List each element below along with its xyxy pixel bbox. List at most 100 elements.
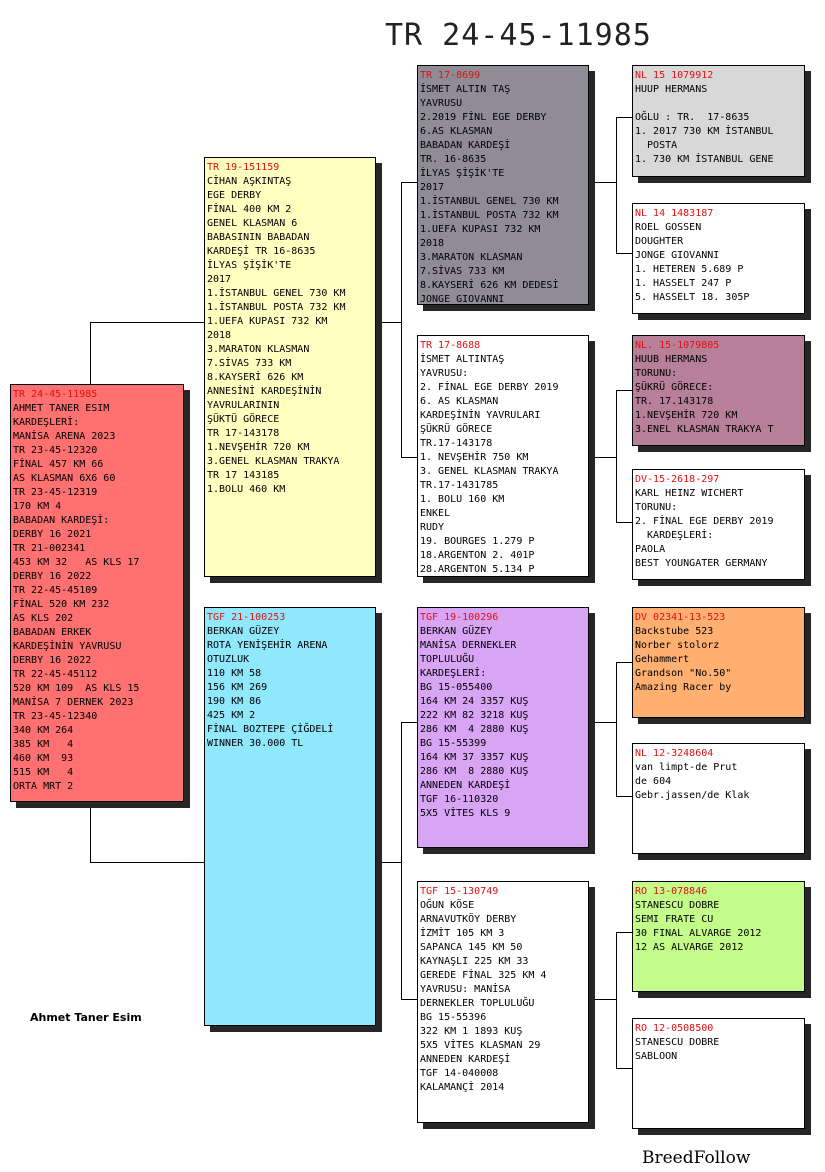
info-line: 18.ARGENTON 2. 401P xyxy=(420,550,535,561)
info-line: 156 KM 269 xyxy=(207,682,268,693)
info-line: BABADAN ERKEK xyxy=(13,627,92,638)
info-line: TR 21-002341 xyxy=(13,543,86,554)
info-line: 2. FİNAL EGE DERBY 2019 xyxy=(420,382,559,393)
connector xyxy=(616,662,632,663)
info-line: 1.İSTANBUL POSTA 732 KM xyxy=(420,210,559,221)
info-line: HUUP HERMANS xyxy=(635,84,708,95)
info-line: 1.İSTANBUL GENEL 730 KM xyxy=(420,196,559,207)
connector xyxy=(616,117,617,254)
info-line: RUDY xyxy=(420,522,445,533)
info-line: 164 KM 37 3357 KUŞ xyxy=(420,752,529,763)
ring-number: NL 14 1483187 xyxy=(635,208,714,219)
connector xyxy=(616,932,632,933)
info-line: YAVRULARININ xyxy=(207,400,280,411)
connector xyxy=(589,457,616,458)
info-line: 1. HASSELT 247 P xyxy=(635,278,732,289)
connector xyxy=(90,322,91,384)
info-line: ARNAVUTKÖY DERBY xyxy=(420,914,517,925)
info-line: 322 KM 1 1893 KUŞ xyxy=(420,1026,523,1037)
info-line: 1. HETEREN 5.689 P xyxy=(635,264,744,275)
info-line: 5X5 VİTES KLS 9 xyxy=(420,808,511,819)
info-line: 2017 xyxy=(207,274,232,285)
pedigree-title: TR 24-45-11985 xyxy=(385,18,652,53)
info-line: 2018 xyxy=(207,330,232,341)
info-line: SABLOON xyxy=(635,1051,678,1062)
info-line: 460 KM 93 xyxy=(13,753,74,764)
info-line: 1.UEFA KUPASI 732 KM xyxy=(420,224,541,235)
info-line: 3.MARATON KLASMAN xyxy=(420,252,523,263)
info-line: 1.BOLU 460 KM xyxy=(207,484,286,495)
info-line: YAVRUSU: MANİSA xyxy=(420,984,511,995)
info-line: 164 KM 24 3357 KUŞ xyxy=(420,696,529,707)
connector xyxy=(616,117,632,118)
connector xyxy=(401,457,417,458)
info-line: TR.17-143178 xyxy=(420,438,493,449)
connector xyxy=(616,522,632,523)
ring-number: TGF 15-130749 xyxy=(420,886,499,897)
info-line: 5X5 VİTES KLASMAN 29 xyxy=(420,1040,541,1051)
info-line: 340 KM 264 xyxy=(13,725,74,736)
ring-number: NL 12-3248604 xyxy=(635,748,714,759)
info-line: 3.ENEL KLASMAN TRAKYA T xyxy=(635,424,774,435)
info-line: Gehammert xyxy=(635,654,690,665)
info-line: 385 KM 4 xyxy=(13,739,74,750)
info-line: POSTA xyxy=(635,140,678,151)
info-line: KARDEŞİ TR 16-8635 xyxy=(207,246,316,257)
info-line: MANİSA 7 DERNEK 2023 xyxy=(13,697,134,708)
connector xyxy=(589,999,616,1000)
owner-name: Ahmet Taner Esim xyxy=(30,1011,142,1024)
connector xyxy=(616,1068,632,1069)
info-line: 2017 xyxy=(420,182,445,193)
info-line: BG 15-55396 xyxy=(420,1012,487,1023)
info-line: 1. 2017 730 KM İSTANBUL xyxy=(635,126,774,137)
brand-logo-text: BreedFollow xyxy=(642,1148,751,1168)
info-line: BERKAN GÜZEY xyxy=(207,626,280,637)
info-line: 1.UEFA KUPASI 732 KM xyxy=(207,316,328,327)
ring-number: TGF 21-100253 xyxy=(207,612,286,623)
info-line: HUUB HERMANS xyxy=(635,354,708,365)
info-line: PAOLA xyxy=(635,544,666,555)
info-line: İLYAS ŞİŞİK'TE xyxy=(207,260,292,271)
connector xyxy=(616,253,632,254)
connector xyxy=(616,390,617,523)
info-line: ŞÜKTÜ GÖRECE xyxy=(207,414,280,425)
info-line: TR 22-45-45112 xyxy=(13,669,98,680)
info-line: TR 23-45-12319 xyxy=(13,487,98,498)
connector xyxy=(90,802,91,863)
info-line: TR. 17.143178 xyxy=(635,396,714,407)
info-line: MANİSA ARENA 2023 xyxy=(13,431,116,442)
ring-number: RO 13-078846 xyxy=(635,886,708,897)
info-line: 1. BOLU 160 KM xyxy=(420,494,505,505)
info-line: STANESCU DOBRE xyxy=(635,1037,720,1048)
info-line: 3.GENEL KLASMAN TRAKYA xyxy=(207,456,340,467)
info-line: 425 KM 2 xyxy=(207,710,256,721)
info-line: FİNAL 457 KM 66 xyxy=(13,459,104,470)
ring-number: DV 02341-13-523 xyxy=(635,612,726,623)
info-line: 1. 730 KM İSTANBUL GENE xyxy=(635,154,774,165)
info-line: 1.NEVŞEHİR 720 KM xyxy=(635,410,738,421)
connector xyxy=(589,722,616,723)
info-line: DOUGHTER xyxy=(635,236,684,247)
info-line: CİHAN AŞKINTAŞ xyxy=(207,176,292,187)
info-line: BEST YOUNGATER GERMANY xyxy=(635,558,768,569)
info-line: de 604 xyxy=(635,776,672,787)
info-line: AHMET TANER ESIM xyxy=(13,403,110,414)
connector xyxy=(401,182,417,183)
connector xyxy=(401,999,417,1000)
info-line: TR 23-45-12340 xyxy=(13,711,98,722)
